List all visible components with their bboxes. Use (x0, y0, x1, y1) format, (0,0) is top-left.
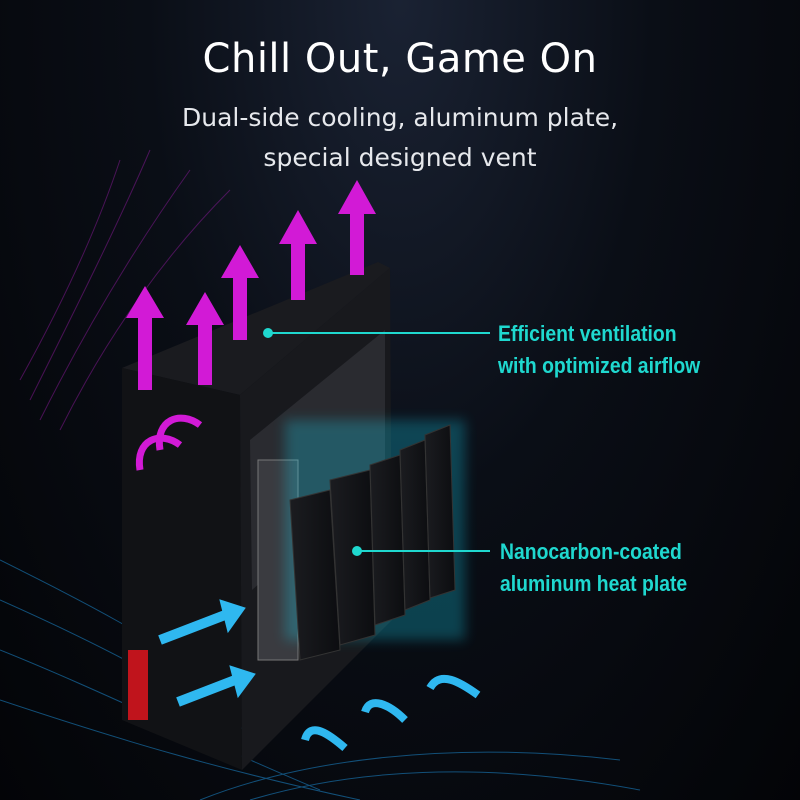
callout-line: aluminum heat plate (500, 571, 688, 596)
exhaust-arrow-icons (126, 180, 376, 471)
subtitle-line: special designed vent (263, 143, 537, 172)
callout-line: Efficient ventilation (498, 321, 677, 346)
callout-ventilation: Efficient ventilation with optimized air… (498, 318, 700, 382)
callout-line: Nanocarbon-coated (500, 539, 682, 564)
page-title: Chill Out, Game On (202, 36, 598, 82)
callout-line: with optimized airflow (498, 353, 701, 378)
callout-leader-lines (263, 328, 490, 556)
callout-heat-plate: Nanocarbon-coated aluminum heat plate (500, 536, 687, 600)
heat-plate-fins (285, 420, 465, 661)
subtitle-line: Dual-side cooling, aluminum plate, (181, 103, 619, 132)
intake-arrow-icons (158, 599, 481, 752)
subtitle: Dual-side cooling, aluminum plate, speci… (0, 98, 800, 178)
